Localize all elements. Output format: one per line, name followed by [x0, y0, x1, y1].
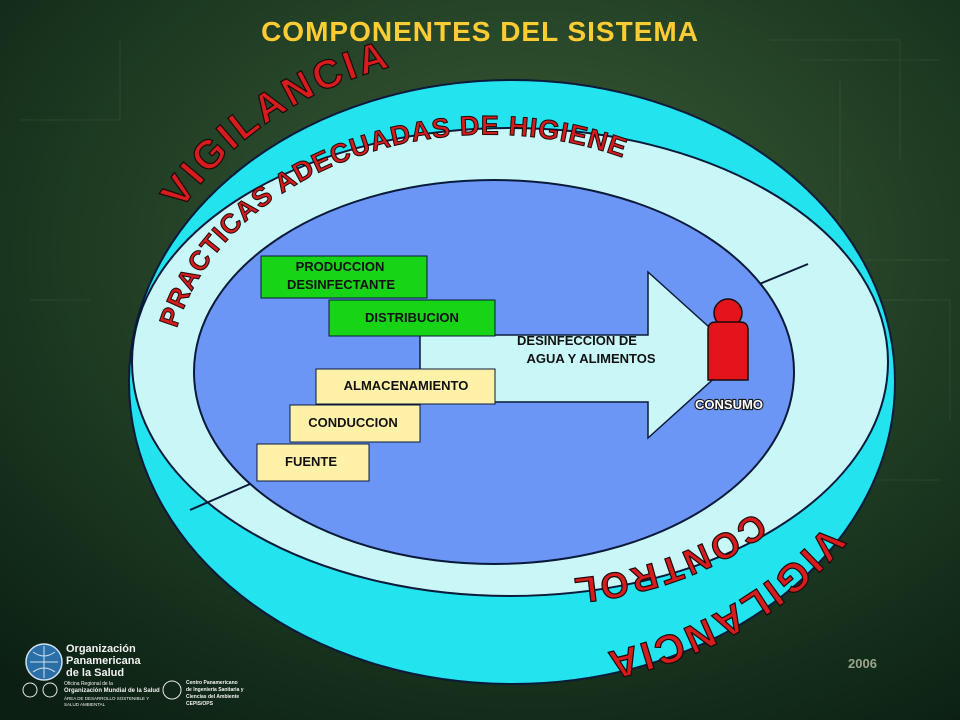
box-distribucion-label: DISTRIBUCION — [365, 310, 459, 325]
who-emblem-icon — [22, 682, 38, 698]
ring-divider-left — [189, 483, 251, 511]
cepis-line3: Ciencias del Ambiente — [186, 694, 239, 700]
year-label: 2006 — [848, 656, 877, 671]
box-produccion-line1: PRODUCCION — [296, 259, 385, 274]
cepis-line4: CEPIS/OPS — [186, 701, 214, 707]
box-almacenamiento-label: ALMACENAMIENTO — [344, 378, 469, 393]
cepis-line1: Centro Panamericano — [186, 680, 238, 686]
who-line4: SALUD AMBIENTAL — [64, 702, 106, 707]
person-icon — [707, 298, 749, 381]
paho-logo: Organización Panamericana de la Salud — [25, 643, 141, 681]
box-fuente-label: FUENTE — [285, 454, 337, 469]
box-almacenamiento — [315, 368, 496, 405]
box-produccion-line2: DESINFECTANTE — [287, 277, 395, 292]
who-logo: Oficina Regional de la Organización Mund… — [22, 681, 160, 707]
box-conduccion — [289, 404, 421, 443]
who-line2: Organización Mundial de la Salud — [64, 688, 160, 694]
arrow-label-line2: AGUA Y ALIMENTOS — [526, 351, 655, 366]
box-fuente — [256, 443, 370, 482]
paho-line1: Organización — [66, 643, 136, 655]
paho-emblem-icon — [42, 682, 58, 698]
arrow-label-line1: DESINFECCION DE — [517, 333, 637, 348]
who-line3: ÁREA DE DESARROLLO SOSTENIBLE Y — [64, 695, 149, 701]
box-produccion-desinfectante — [260, 255, 428, 299]
consumo-label: CONSUMO — [695, 397, 763, 412]
cepis-line2: de Ingeniería Sanitaria y — [186, 687, 244, 693]
box-distribucion — [328, 299, 496, 337]
box-conduccion-label: CONDUCCION — [308, 415, 398, 430]
who-line1: Oficina Regional de la — [64, 681, 113, 687]
page-title: COMPONENTES DEL SISTEMA — [261, 16, 699, 47]
paho-line2: Panamericana — [66, 655, 141, 667]
paho-line3: de la Salud — [66, 667, 124, 679]
cepis-logo: Centro Panamericano de Ingeniería Sanita… — [162, 680, 244, 707]
ring-divider-right — [756, 263, 809, 286]
cepis-emblem-icon — [162, 680, 182, 700]
